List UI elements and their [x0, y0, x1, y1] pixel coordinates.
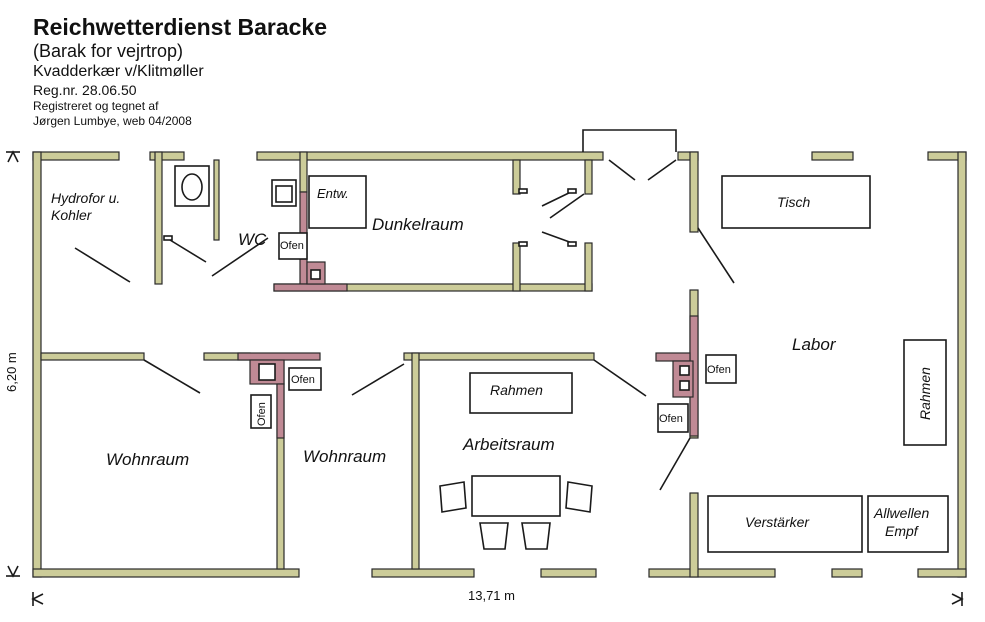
room-dunkelraum: Dunkelraum	[372, 215, 464, 234]
plan-subtitle: (Barak for vejrtrop)	[33, 41, 184, 61]
chimneys	[237, 191, 699, 439]
fixtures	[174, 165, 949, 553]
room-hydrofor-line1: Hydrofor u.	[51, 190, 120, 206]
room-labels: Hydrofor u. Kohler WC Entw. Dunkelraum T…	[51, 186, 933, 539]
room-wc: WC	[238, 230, 267, 249]
ofen-arbeitsraum-label: Ofen	[659, 413, 683, 425]
registered-by-label: Registreret og tegnet af	[33, 99, 159, 113]
rahmen-center-frame	[469, 372, 573, 414]
room-allwellen-line1: Allwellen	[873, 505, 929, 521]
ofen-wohnraum-top	[288, 367, 322, 391]
ofen-wohnraum-side	[250, 394, 272, 429]
plan-title: Reichwetterdienst Baracke	[33, 14, 328, 40]
chair-bottom-left	[479, 522, 509, 550]
ofen-wohnraum-side-label: Ofen	[256, 402, 268, 426]
work-table	[471, 475, 561, 517]
registration-number: Reg.nr. 28.06.50	[33, 82, 137, 98]
ofen-labor	[705, 354, 737, 384]
room-arbeitsraum: Arbeitsraum	[462, 435, 555, 454]
verstaerker-unit	[707, 495, 863, 553]
ofen-arbeitsraum	[657, 403, 689, 433]
room-allwellen-line2: Empf	[885, 523, 920, 539]
room-tisch: Tisch	[777, 194, 811, 210]
room-rahmen-right: Rahmen	[917, 367, 933, 420]
allwellen-receiver	[867, 495, 949, 553]
chair-right	[565, 481, 593, 513]
room-wohnraum-left: Wohnraum	[106, 450, 189, 469]
room-labor: Labor	[792, 335, 837, 354]
rahmen-right-frame	[903, 339, 947, 446]
ofen-wohnraum-top-label: Ofen	[291, 374, 315, 386]
chair-bottom-right	[521, 522, 551, 550]
ofen-labor-label: Ofen	[707, 364, 731, 376]
door-swings	[74, 129, 735, 491]
dimension-markers: 6,20 m 13,71 m	[4, 150, 964, 606]
chair-left	[439, 481, 467, 513]
ofen-wc-label: Ofen	[280, 240, 304, 252]
room-entw: Entw.	[317, 186, 349, 201]
room-verstaerker: Verstärker	[745, 514, 810, 530]
outer-walls	[32, 151, 967, 578]
room-hydrofor-line2: Kohler	[51, 207, 93, 223]
stoves: Ofen Ofen Ofen Ofen Ofen	[250, 232, 737, 433]
plan-location: Kvadderkær v/Klitmøller	[33, 63, 204, 80]
entw-table	[308, 175, 367, 229]
dimension-height: 6,20 m	[4, 352, 19, 392]
room-wohnraum-mid: Wohnraum	[303, 447, 386, 466]
tisch-table	[721, 175, 871, 229]
ofen-wc	[278, 232, 308, 260]
room-rahmen-center: Rahmen	[490, 382, 543, 398]
dimension-width: 13,71 m	[468, 588, 515, 603]
author-credit: Jørgen Lumbye, web 04/2008	[33, 114, 192, 128]
